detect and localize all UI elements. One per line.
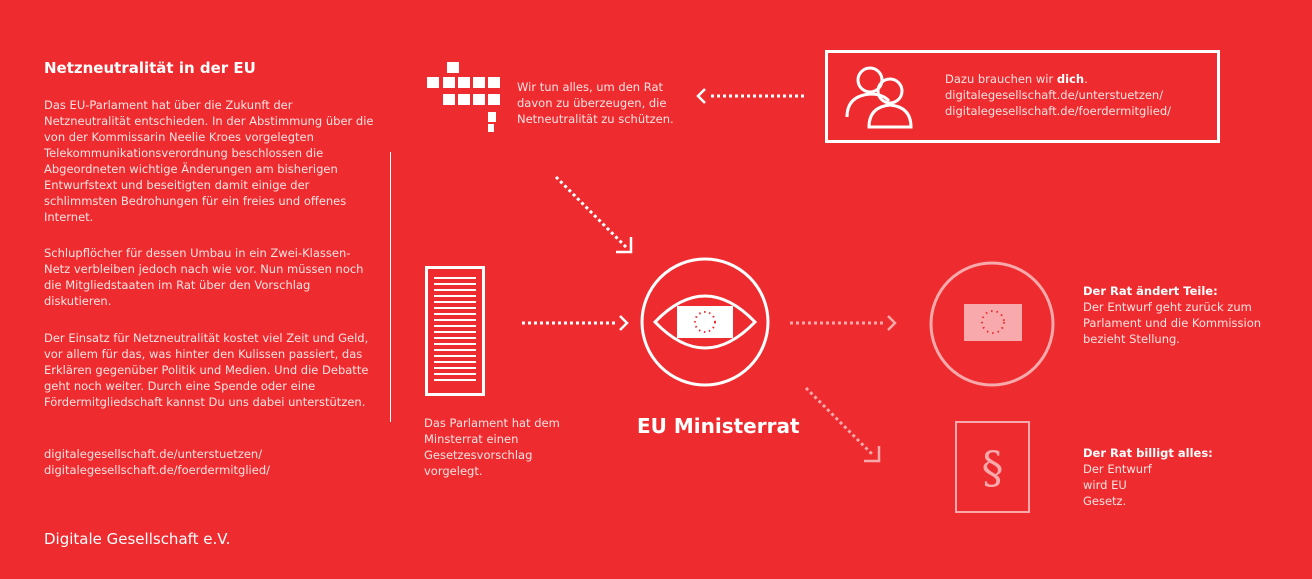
organization-name: Digitale Gesellschaft e.V. <box>44 530 231 548</box>
call-to-action-emphasis: dich <box>1056 72 1085 86</box>
eu-flag-icon <box>929 261 1055 387</box>
pixel-logo-icon <box>427 62 500 132</box>
box-membership-link[interactable]: digitalegesellschaft.de/foerdermitglied/ <box>945 104 1171 118</box>
document-icon <box>425 266 485 396</box>
call-to-action-text: Dazu brauchen wir dich. digitalegesellsc… <box>945 71 1171 119</box>
support-links: digitalegesellschaft.de/unterstuetzen/ d… <box>44 446 270 478</box>
box-support-link[interactable]: digitalegesellschaft.de/unterstuetzen/ <box>945 88 1164 102</box>
parliament-text: Das Parlament hat dem Minsterrat einen G… <box>424 416 560 478</box>
campaign-text-line: Wir tun alles, um den Rat <box>517 80 664 94</box>
call-to-action-box <box>825 50 1220 143</box>
arrow-left-dotted <box>696 88 805 104</box>
outcome-approves-title: Der Rat billigt alles: <box>1083 446 1213 460</box>
intro-paragraph-3: Der Einsatz für Netzneutralität kostet v… <box>44 331 369 409</box>
page-title: Netzneutralität in der EU <box>44 59 256 77</box>
paragraph-box: § <box>955 421 1030 513</box>
call-to-action-line: Dazu brauchen wir dich. <box>945 71 1171 87</box>
eye-eu-flag-icon <box>640 257 770 387</box>
eu-ministerrat-label: EU Ministerrat <box>637 414 800 438</box>
intro-paragraph-2: Schlupflöcher für dessen Umbau in ein Zw… <box>44 246 364 308</box>
support-link[interactable]: digitalegesellschaft.de/unterstuetzen/ <box>44 447 263 461</box>
arrow-diagonal-faded <box>804 386 881 463</box>
arrow-diagonal-dotted <box>554 175 633 254</box>
outcome-changes: Der Rat ändert Teile: Der Entwurf geht z… <box>1083 283 1283 347</box>
outcome-approves: Der Rat billigt alles: Der Entwurf wird … <box>1083 445 1283 509</box>
divider <box>390 152 391 422</box>
membership-link[interactable]: digitalegesellschaft.de/foerdermitglied/ <box>44 463 270 477</box>
call-to-action-prefix: Dazu brauchen wir <box>945 72 1057 86</box>
campaign-text-line: davon zu überzeugen, die <box>517 96 667 110</box>
paragraph-icon: § <box>981 443 1004 494</box>
campaign-text-line: Netneutralität zu schützen. <box>517 112 674 126</box>
outcome-approves-body: Der Entwurf wird EU Gesetz. <box>1083 462 1152 508</box>
arrow-right-faded <box>790 315 897 331</box>
outcome-changes-title: Der Rat ändert Teile: <box>1083 284 1218 298</box>
outcome-changes-body: Der Entwurf geht zurück zum Parlament un… <box>1083 300 1262 346</box>
call-to-action-suffix: . <box>1084 72 1088 86</box>
people-icon <box>845 66 913 129</box>
intro-paragraph-1: Das EU-Parlament hat über die Zukunft de… <box>44 98 374 224</box>
arrow-right-dotted <box>522 315 629 331</box>
campaign-text: Wir tun alles, um den Rat davon zu überz… <box>517 79 674 127</box>
